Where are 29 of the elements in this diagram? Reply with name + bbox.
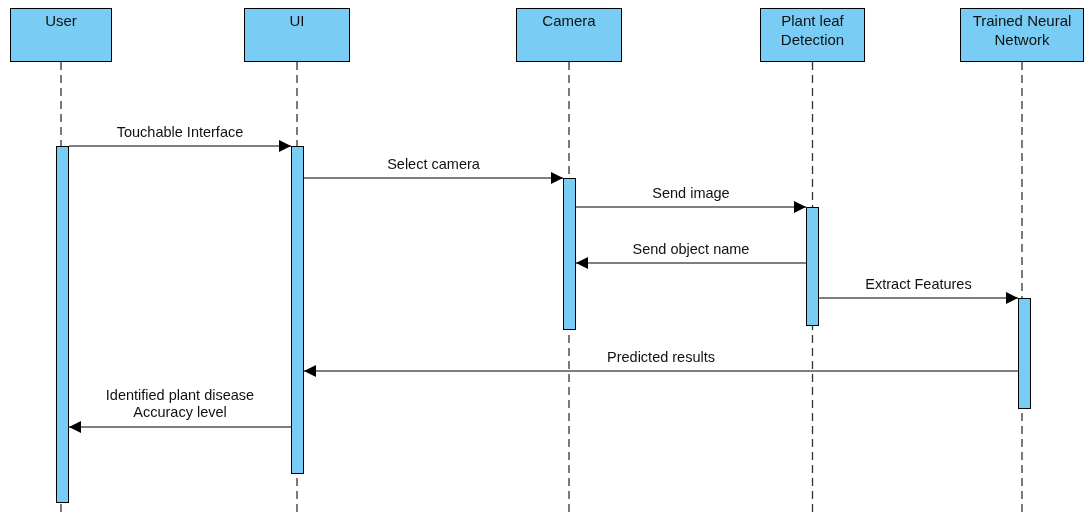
participant-box bbox=[244, 8, 350, 62]
participant-box bbox=[960, 8, 1084, 62]
message-arrow bbox=[575, 201, 807, 213]
message-label: Send object name bbox=[631, 241, 751, 258]
message-arrow bbox=[303, 365, 1019, 377]
message-label: Send image bbox=[651, 185, 731, 202]
message-label: Identified plant disease Accuracy level bbox=[104, 387, 256, 421]
activation-bar bbox=[291, 146, 304, 474]
activation-bar bbox=[1018, 298, 1031, 409]
message-label: Touchable Interface bbox=[115, 124, 245, 141]
participant-box bbox=[10, 8, 112, 62]
message-arrow bbox=[68, 421, 292, 433]
activation-bar bbox=[56, 146, 69, 503]
message-arrow bbox=[68, 140, 292, 152]
message-label: Predicted results bbox=[606, 349, 716, 366]
activation-bar bbox=[563, 178, 576, 330]
participant-name: User bbox=[45, 11, 77, 30]
participant-box bbox=[516, 8, 622, 62]
message-arrow bbox=[575, 257, 807, 269]
participant-box bbox=[760, 8, 865, 62]
message-arrow bbox=[303, 172, 564, 184]
participant-name: Plant leaf Detection bbox=[779, 11, 846, 49]
message-label: Extract Features bbox=[864, 276, 973, 293]
participant-name: UI bbox=[289, 11, 305, 30]
participant-name: Trained Neural Network bbox=[971, 11, 1073, 49]
message-label: Select camera bbox=[386, 156, 481, 173]
activation-bar bbox=[806, 207, 819, 326]
participant-name: Camera bbox=[542, 11, 596, 30]
message-arrow bbox=[818, 292, 1019, 304]
